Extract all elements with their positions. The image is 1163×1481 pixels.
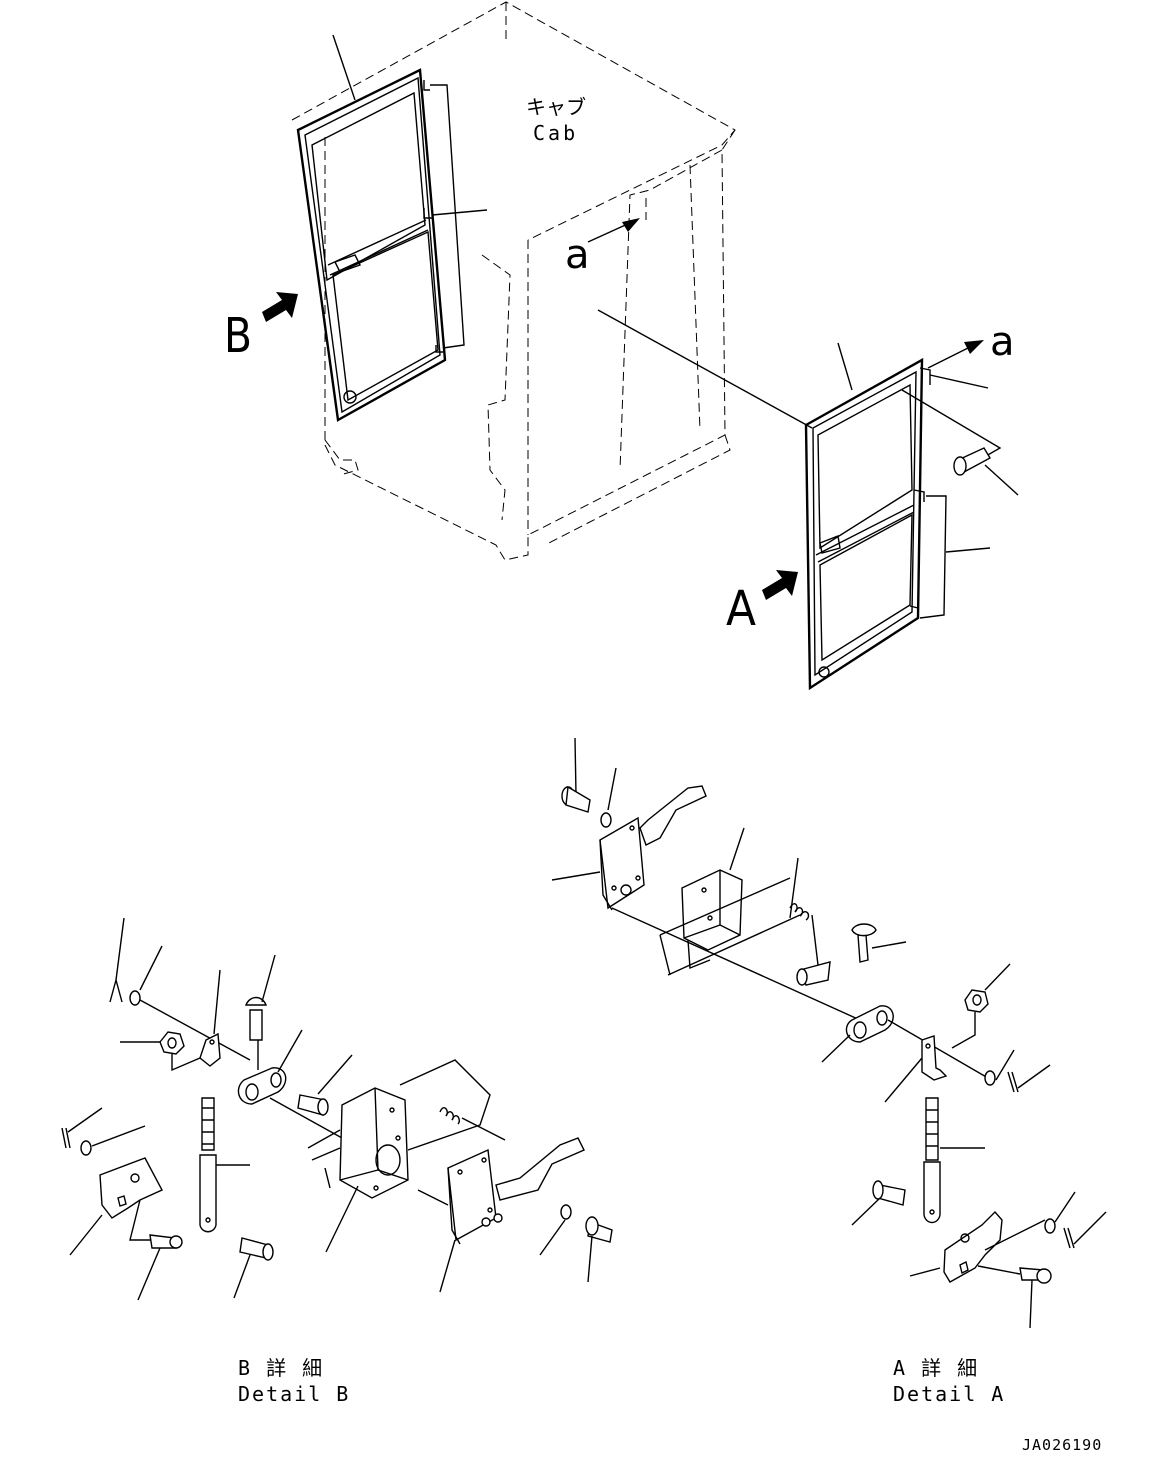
view-a-label: A — [726, 581, 756, 637]
cab-outline — [291, 1, 736, 561]
ref-a-top-label: a — [565, 232, 590, 278]
detail-a-caption-jp: A 詳 細 — [893, 1356, 979, 1380]
drawing-code: JA026190 — [1022, 1436, 1102, 1454]
leader-cab-to-door — [597, 309, 813, 429]
view-b-arrow — [262, 292, 298, 322]
detached-door-a — [804, 342, 1019, 691]
ref-a-right-label: a — [990, 319, 1015, 365]
detail-b-caption-en: Detail B — [238, 1382, 350, 1406]
view-a-arrow — [762, 570, 798, 600]
ref-a-right-arrow — [927, 340, 984, 369]
cab-label-jp: キャブ — [526, 95, 586, 119]
cab-door-b — [296, 34, 488, 422]
cab-label-en: Cab — [533, 121, 578, 145]
detail-b-caption-jp: B 詳 細 — [238, 1356, 324, 1380]
detail-b-assembly — [61, 917, 613, 1301]
detail-a-assembly — [551, 737, 1107, 1329]
ref-a-top-arrow — [587, 198, 647, 243]
detail-a-caption-en: Detail A — [893, 1382, 1005, 1406]
view-b-label: B — [224, 308, 252, 364]
